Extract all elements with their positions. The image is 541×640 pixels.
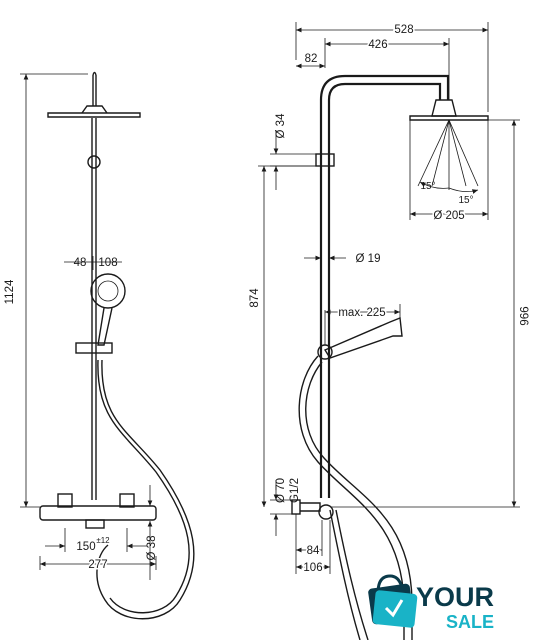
dim-pipe-offset: 82	[305, 53, 318, 65]
left-overhead-shower	[47, 112, 141, 118]
left-rail-knob	[87, 155, 101, 169]
right-valve	[318, 504, 334, 520]
dim-arm-length: 528	[394, 24, 413, 36]
dim-centers-tolerance: ±12	[96, 536, 110, 545]
right-view: 15° 15° Ø 205 Ø 34 528 426 82 Ø 19	[248, 22, 531, 640]
dim-angle-right: 15°	[458, 195, 473, 206]
right-hand-shower	[323, 317, 403, 359]
dim-depth-a: 84	[307, 545, 320, 557]
left-thermostat	[39, 505, 157, 521]
dim-height-total: 1124	[4, 279, 16, 304]
dim-width: 277	[88, 559, 107, 571]
dim-mixer-dia: Ø 38	[146, 536, 158, 561]
logo-word-sale: SALE	[446, 612, 494, 632]
logo-word-your: YOUR	[416, 582, 494, 612]
left-hose	[96, 359, 195, 620]
right-collar	[315, 153, 335, 167]
left-view: 1124 48 108 Ø 38 150 ±12 277	[4, 71, 195, 620]
left-holder	[75, 342, 113, 354]
dim-centers: 150	[76, 541, 95, 553]
yoursale-logo: YOUR SALE	[368, 574, 494, 632]
right-arm	[319, 74, 450, 101]
dim-head-offset: 48	[74, 257, 87, 269]
dim-pipe-dia: Ø 34	[275, 113, 287, 139]
dim-depth-b: 106	[303, 562, 322, 574]
dim-max-reach: max. 225	[338, 307, 385, 319]
dim-head-dia: Ø 205	[433, 210, 464, 222]
shopping-bag-icon	[368, 574, 418, 628]
dim-rail-dia: Ø 19	[356, 253, 381, 265]
right-hose	[298, 355, 405, 640]
dim-handshower-dia: 108	[98, 257, 117, 269]
dim-rail-height: 874	[249, 288, 261, 308]
dim-angle-left: 15°	[420, 181, 435, 192]
dim-head-height: 996	[517, 306, 529, 325]
dim-thread: G1/2	[289, 478, 301, 503]
dim-arm-reach: 426	[368, 39, 387, 51]
dim-flange-dia: Ø 70	[275, 478, 287, 503]
left-hand-shower	[90, 273, 126, 309]
